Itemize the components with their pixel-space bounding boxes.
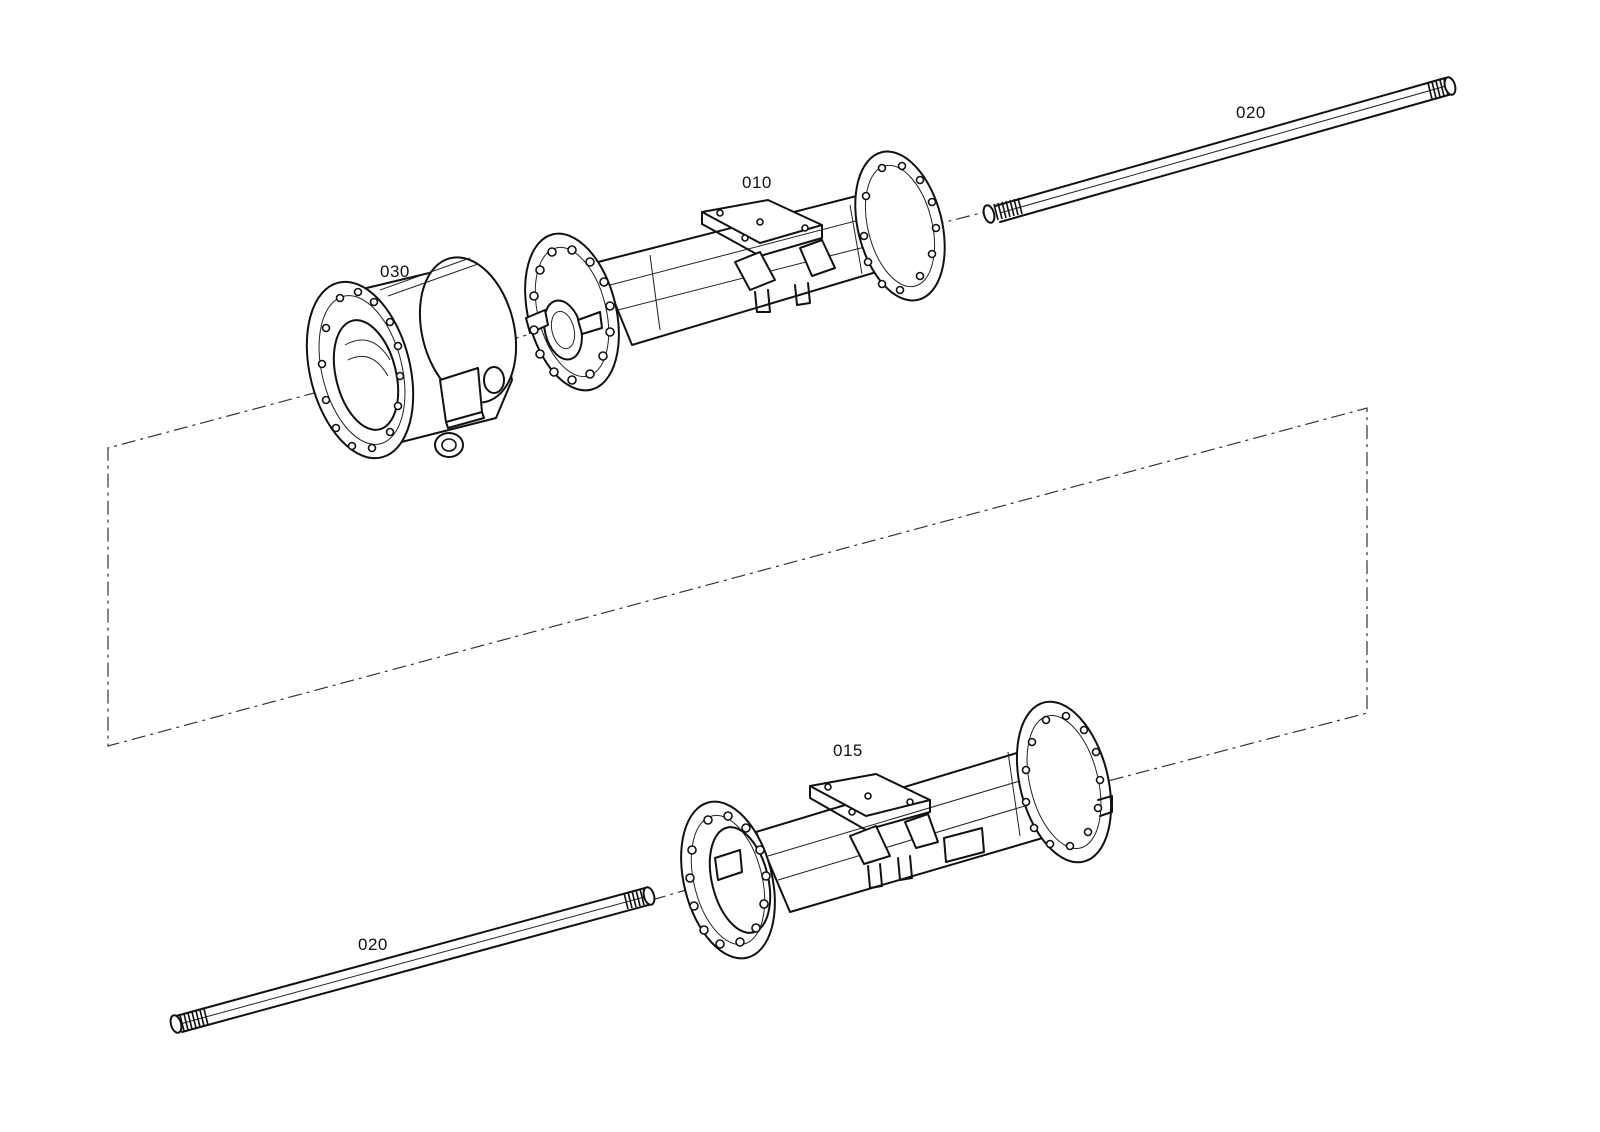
callout-shaft-bottom: 020	[358, 935, 388, 954]
axle-housing-lower	[680, 700, 1113, 960]
callout-carrier: 030	[380, 262, 410, 281]
axle-shaft-top	[982, 76, 1457, 224]
assembly-line-shaft-bottom	[651, 885, 701, 901]
callout-shaft-top: 020	[1236, 103, 1266, 122]
differential-carrier	[305, 256, 518, 460]
assembly-centerlines	[107, 211, 1368, 901]
shaft-thread-bottom-right	[623, 888, 645, 910]
flange-bolt-holes-lower-right	[1021, 711, 1105, 851]
axle-shaft-bottom	[169, 886, 656, 1034]
shaft-thread-top-left	[993, 197, 1023, 221]
callout-housing-lower: 015	[833, 741, 863, 760]
callout-housing-upper: 010	[742, 173, 772, 192]
axle-housing-upper	[524, 150, 946, 392]
flange-bolt-holes-left	[529, 245, 615, 385]
assembly-line-loop	[107, 391, 1368, 782]
flange-bolt-holes-lower-left	[685, 811, 771, 949]
shaft-thread-bottom-left	[179, 1008, 209, 1032]
carrier-bolt-holes	[317, 287, 405, 453]
flange-bolt-holes-right	[859, 161, 941, 295]
